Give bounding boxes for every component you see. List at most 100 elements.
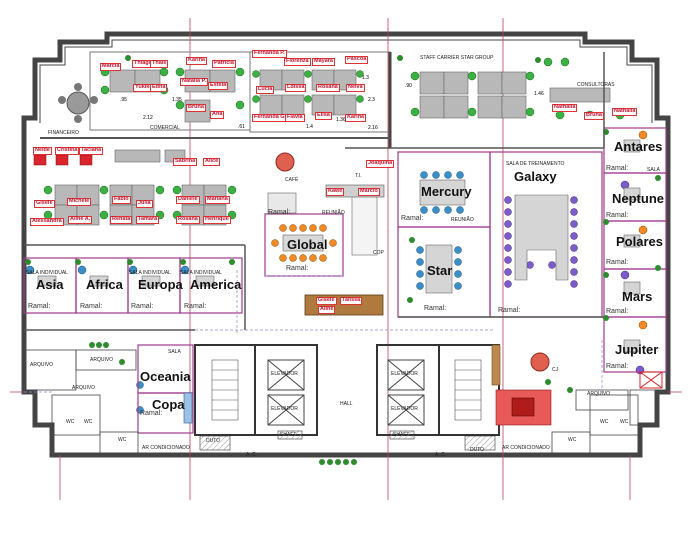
area-hall: HALL	[340, 401, 353, 407]
room-label-galaxy: Galaxy	[514, 169, 557, 184]
room-label-global: Global	[287, 237, 328, 252]
outer-walls	[21, 31, 671, 458]
copa-fridge	[183, 392, 193, 424]
person-label: Edna	[150, 84, 168, 92]
area-comercial: COMERCIAL	[150, 125, 180, 131]
building-core	[194, 344, 500, 436]
person-label: Henrique	[203, 216, 231, 224]
person-label: Ana	[210, 111, 225, 119]
area-sala: SALA	[647, 167, 660, 173]
area-duto-2: DUTO	[470, 447, 485, 453]
person-label: Neide	[33, 147, 52, 155]
elevator-shafts	[267, 359, 425, 426]
lounge-table	[511, 397, 535, 417]
right-room-tables	[623, 139, 641, 353]
area-shaft-2: SHAFT	[393, 432, 410, 438]
area-sala-individual-3: SALA INDIVIDUAL	[180, 270, 222, 276]
wood-panel	[491, 344, 501, 386]
dimension-label: 1.3	[362, 75, 369, 81]
person-label: Fernanda G.	[252, 114, 289, 122]
plant-decorations	[25, 55, 661, 465]
ramal-mars: Ramal:	[606, 308, 629, 315]
stairs	[211, 359, 482, 421]
dimension-label: .95	[120, 97, 127, 103]
person-label: Karina	[186, 57, 208, 65]
person-label: Daniele	[176, 196, 200, 204]
room-label-america: America	[190, 277, 242, 292]
area-wc-1: WC	[66, 419, 75, 425]
reception-round-table	[58, 83, 98, 123]
area-elevador-2: ELEVADOR	[271, 406, 298, 412]
person-label: Talissa	[340, 297, 363, 305]
person-label: Nathalia	[552, 104, 578, 112]
ramal-asia: Ramal:	[28, 303, 51, 310]
dimension-label: 1.4	[306, 124, 313, 130]
person-label: Gisele	[316, 297, 337, 305]
person-label: Alessandra	[30, 218, 64, 226]
person-label: Florenza	[284, 58, 311, 66]
dimension-label: 2.12	[143, 115, 153, 121]
left-small-rooms	[23, 257, 243, 314]
person-label: Taciana	[79, 147, 104, 155]
room-label-copa: Copa	[152, 397, 185, 412]
area-financeiro: FINANCEIRO	[48, 130, 79, 136]
person-label: Gisele	[34, 200, 55, 208]
area-elevador-1: ELEVADOR	[271, 371, 298, 377]
ramal-cafe: Ramal:	[268, 209, 291, 216]
galaxy-u-table	[514, 194, 569, 281]
area-reuniao: REUNIÃO	[322, 210, 345, 216]
cop-room	[351, 194, 378, 256]
ramal-antares: Ramal:	[606, 165, 629, 172]
area-arquivo-3: ARQUIVO	[72, 385, 96, 391]
ramal-mercury: Ramal:	[401, 215, 424, 222]
area-elevador-3: ELEVADOR	[391, 371, 418, 377]
room-label-polares: Polares	[616, 234, 663, 249]
room-label-africa: Africa	[86, 277, 123, 292]
global-table	[282, 234, 324, 252]
person-label: Michele	[67, 198, 92, 206]
dimension-label: 1.36	[336, 117, 346, 123]
person-label: Ldissa	[285, 84, 307, 92]
person-label: Estela	[208, 82, 229, 90]
room-label-neptune: Neptune	[612, 191, 664, 206]
room-label-mercury: Mercury	[421, 184, 472, 199]
global-room	[264, 213, 344, 277]
person-label: Rosana	[176, 216, 200, 224]
area-arquivo-1: ARQUIVO	[30, 362, 54, 368]
dimension-label: .61	[238, 124, 245, 130]
area-sala-oceania: SALA	[168, 349, 181, 355]
person-label: Pascoa	[345, 56, 369, 64]
room-label-star: Star	[427, 263, 453, 278]
area-ac-1: A. C.	[246, 452, 258, 458]
area-wc-4: WC	[568, 437, 577, 443]
star-table	[425, 244, 453, 294]
person-label: Rosana	[316, 84, 340, 92]
person-label: Thais	[150, 60, 169, 68]
orange-chairs	[271, 130, 648, 330]
person-label: Mariana	[205, 196, 230, 204]
person-label: Lucia	[256, 86, 275, 94]
person-label: Natalia P.	[180, 78, 209, 86]
area-wc-2: WC	[84, 419, 93, 425]
area-cop: COP	[373, 250, 384, 256]
person-label: Flavia	[285, 114, 305, 122]
area-wc-3: WC	[118, 437, 127, 443]
area-ar-cond-2: AR CONDICIONADO	[502, 445, 550, 451]
room-label-antares: Antares	[614, 139, 663, 154]
dimension-label: 1.46	[534, 91, 544, 97]
cafe-table	[275, 152, 550, 372]
person-label: Cristina	[55, 147, 80, 155]
area-arquivo-4: ARQUIVO	[587, 391, 611, 397]
person-label: Fernanda P.	[252, 50, 287, 58]
person-label: Patricia	[212, 60, 236, 68]
ramal-neptune: Ramal:	[606, 212, 629, 219]
person-label: Renata	[110, 216, 133, 224]
dashed-lines	[24, 270, 603, 395]
shafts-ducts	[199, 430, 496, 451]
ramal-star: Ramal:	[424, 305, 447, 312]
area-arquivo-2: ARQUIVO	[90, 357, 114, 363]
person-label: Bruna	[186, 104, 206, 112]
person-label: Joaquina	[366, 160, 395, 168]
area-ac-2: A. C.	[435, 452, 447, 458]
